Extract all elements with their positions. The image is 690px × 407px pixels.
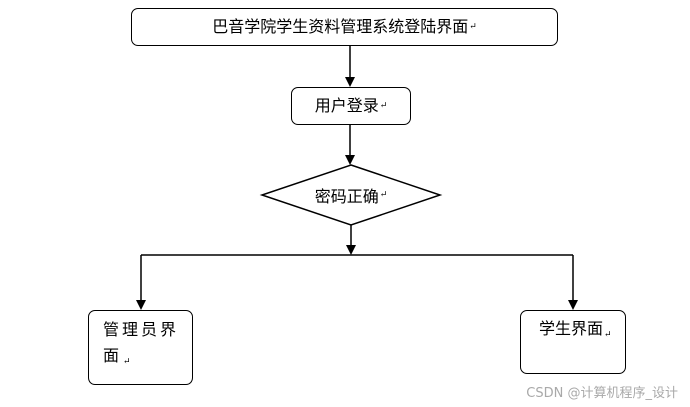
return-mark: ↵	[604, 330, 612, 340]
return-mark: ↵	[379, 101, 388, 111]
login-node: 用户登录↵	[291, 87, 411, 125]
return-mark: ↵	[469, 22, 477, 32]
decision-node: 密码正确↵	[262, 165, 440, 225]
decision-node-label: 密码正确	[314, 187, 379, 206]
admin-node-label-line1: 管理员界	[103, 320, 180, 339]
return-mark: ↵	[379, 190, 388, 200]
admin-node-label-line2: 面	[103, 346, 123, 365]
admin-node: 管理员界 面↵	[88, 310, 193, 385]
return-mark: ↵	[123, 357, 131, 367]
title-node: 巴音学院学生资料管理系统登陆界面↵	[131, 8, 558, 46]
watermark: CSDN @计算机程序_设计	[526, 386, 678, 401]
title-node-label: 巴音学院学生资料管理系统登陆界面	[212, 17, 469, 36]
student-node-label: 学生界面	[539, 319, 604, 338]
login-node-label: 用户登录	[314, 96, 379, 115]
student-node: 学生界面↵	[520, 310, 626, 374]
